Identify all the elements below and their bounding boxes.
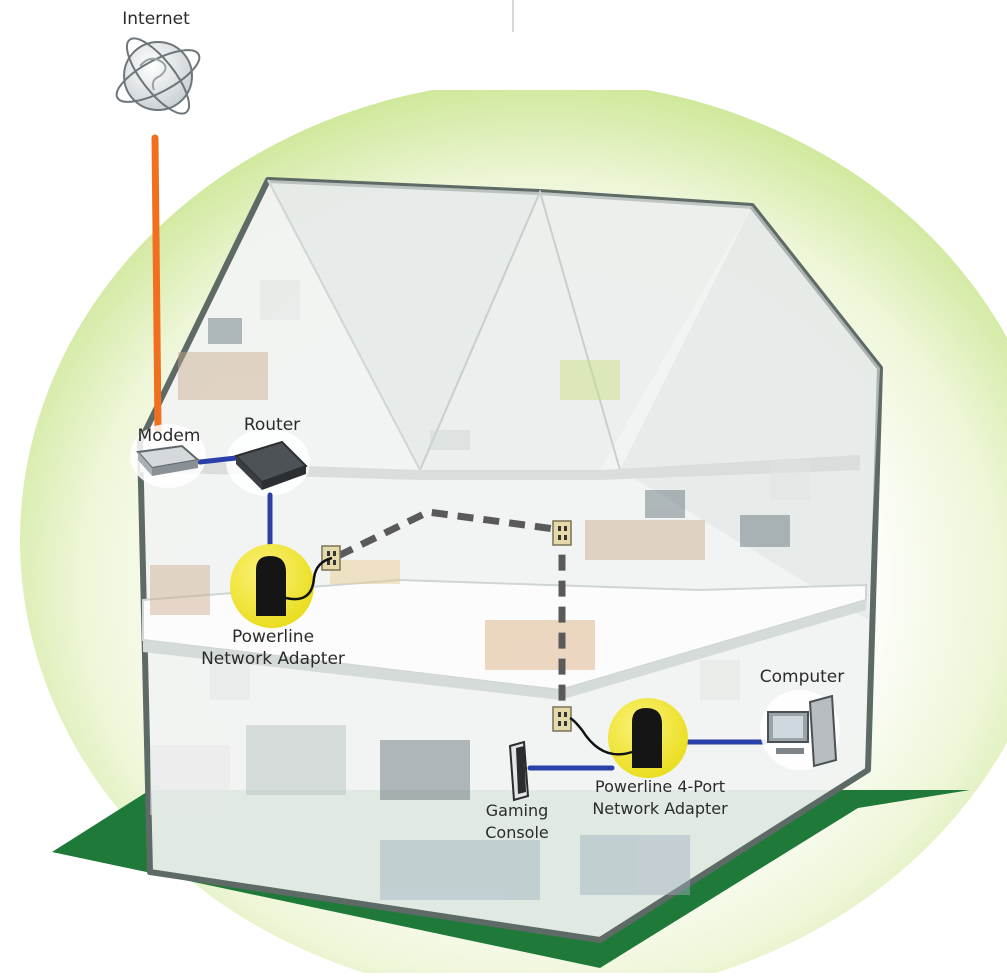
router-icon xyxy=(234,440,308,490)
computer-icon xyxy=(760,690,840,770)
powerline-adapter-label-line1: Powerline xyxy=(231,627,315,647)
internet-label: Internet xyxy=(122,9,190,29)
gaming-console-icon xyxy=(508,740,530,802)
wall-outlet-icon xyxy=(552,706,572,732)
computer-label: Computer xyxy=(759,667,845,687)
router-label: Router xyxy=(243,415,301,435)
powerline-adapter-icon xyxy=(230,544,333,628)
powerline-4port-label-line1: Powerline 4-Port xyxy=(594,777,725,796)
gaming-console-label: Gaming Console xyxy=(462,800,572,844)
ethernet-links xyxy=(197,455,768,771)
middle-floor xyxy=(142,578,867,692)
powerline-4port-adapter-label: Powerline 4-Port Network Adapter xyxy=(570,776,750,820)
powerline-adapter-label: Powerline Network Adapter xyxy=(178,626,368,670)
gaming-console-label-line1: Gaming xyxy=(485,801,549,820)
wall-outlet-icon xyxy=(552,520,572,546)
modem-icon xyxy=(136,444,201,476)
gaming-console-label-line2: Console xyxy=(485,823,549,842)
internet-globe-icon xyxy=(115,37,201,115)
powerline-4port-label-line2: Network Adapter xyxy=(592,799,728,818)
furniture-hints xyxy=(150,280,810,900)
powerline-link xyxy=(336,508,566,710)
upper-floor xyxy=(140,455,860,480)
powerline-adapter-label-line2: Network Adapter xyxy=(201,649,345,669)
modem-label: Modem xyxy=(137,426,201,446)
internet-link xyxy=(151,134,162,434)
powerline-4port-adapter-icon xyxy=(569,698,688,778)
